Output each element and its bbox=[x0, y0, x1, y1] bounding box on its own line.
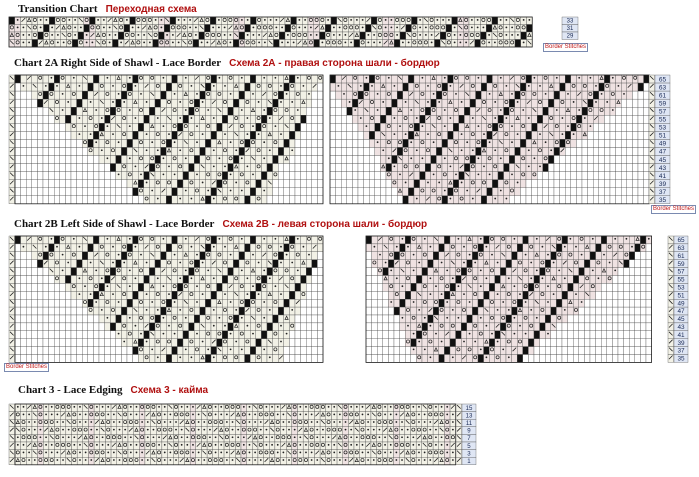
transition-row-label: 33 bbox=[567, 19, 574, 25]
chart2a-title-ru: Схема 2А - правая сторона шали - бордюр bbox=[229, 58, 440, 69]
transition-chart-title: Transition Chart Переходная схема bbox=[18, 3, 197, 15]
chart2b-row-label: 51 bbox=[677, 292, 685, 299]
transition-title-en: Transition Chart bbox=[18, 3, 98, 15]
chart2a-row-label: 51 bbox=[659, 133, 667, 140]
chart2a-title: Chart 2A Right Side of Shawl - Lace Bord… bbox=[14, 57, 440, 69]
transition-border-stitches-label: Border Stitches bbox=[543, 43, 589, 52]
chart2b-row-label: 55 bbox=[677, 277, 685, 284]
chart2b-row-label: 35 bbox=[677, 356, 685, 363]
chart3-row-label: 13 bbox=[466, 412, 473, 419]
chart3-row-label: 5 bbox=[467, 443, 471, 450]
chart2a-row-label: 37 bbox=[659, 189, 667, 196]
chart2b-row-label: 41 bbox=[677, 332, 685, 339]
chart2b-row-label: 61 bbox=[677, 253, 685, 260]
chart3-row-label: 1 bbox=[467, 458, 471, 465]
chart2b-row-label: 47 bbox=[677, 308, 685, 315]
chart2a-row-label: 65 bbox=[659, 76, 667, 83]
chart2b-row-label: 59 bbox=[677, 261, 685, 268]
chart2a-row-label: 63 bbox=[659, 84, 667, 91]
chart2b-row-label: 53 bbox=[677, 285, 685, 292]
chart3-row-label: 3 bbox=[467, 450, 471, 457]
chart2a-row-label: 53 bbox=[659, 125, 667, 132]
chart2a-row-label: 41 bbox=[659, 173, 667, 180]
chart2b-row-label: 39 bbox=[677, 340, 685, 347]
chart2a-border-stitches-label: Border Stitches bbox=[651, 205, 697, 214]
chart2b-row-label: 57 bbox=[677, 269, 685, 276]
chart2a-row-label: 43 bbox=[659, 165, 667, 172]
transition-frame bbox=[8, 16, 533, 48]
chart3-lace-frame bbox=[14, 403, 457, 466]
chart2b-title: Chart 2B Left Side of Shawl - Lace Borde… bbox=[14, 218, 427, 230]
chart2b-row-label: 49 bbox=[677, 300, 685, 307]
chart3-title: Chart 3 - Lace Edging Схема 3 - кайма bbox=[18, 384, 208, 396]
chart2a-row-label: 35 bbox=[659, 197, 667, 204]
chart2a-row-label: 45 bbox=[659, 157, 667, 164]
chart2a-row-label: 47 bbox=[659, 149, 667, 156]
chart2b-row-label: 43 bbox=[677, 324, 685, 331]
chart3-title-en: Chart 3 - Lace Edging bbox=[18, 384, 123, 396]
chart2a-row-label: 61 bbox=[659, 92, 667, 99]
chart2b-right-lace-frame bbox=[365, 235, 653, 363]
chart3-row-label: 9 bbox=[467, 428, 471, 435]
chart2b-row-label: 45 bbox=[677, 316, 685, 323]
chart3-row-label: 15 bbox=[466, 405, 473, 412]
chart2b-left-lace-frame bbox=[14, 235, 324, 363]
transition-title-ru: Переходная схема bbox=[105, 4, 197, 15]
chart2a-row-label: 59 bbox=[659, 100, 667, 107]
chart2b-row-label: 65 bbox=[677, 237, 685, 244]
chart2b-title-en: Chart 2B Left Side of Shawl - Lace Borde… bbox=[14, 218, 215, 230]
chart2a-row-label: 49 bbox=[659, 141, 667, 148]
chart2a-title-en: Chart 2A Right Side of Shawl - Lace Bord… bbox=[14, 57, 222, 69]
chart2a-row-label: 39 bbox=[659, 181, 667, 188]
transition-row-label: 29 bbox=[567, 34, 574, 40]
chart2b-border-stitches-label: Border Stitches bbox=[4, 363, 50, 372]
chart3-row-label: 7 bbox=[467, 435, 471, 442]
chart2b-title-ru: Схема 2В - левая сторона шали - бордюр bbox=[222, 219, 428, 230]
chart3-row-label: 11 bbox=[466, 420, 473, 427]
chart2a-row-label: 57 bbox=[659, 108, 667, 115]
chart2a-row-label: 55 bbox=[659, 117, 667, 124]
chart2b-row-label: 37 bbox=[677, 348, 685, 355]
transition-row-label: 31 bbox=[567, 26, 574, 32]
chart2a-left-lace-frame bbox=[14, 74, 324, 205]
chart3-title-ru: Схема 3 - кайма bbox=[130, 385, 209, 396]
chart2b-row-label: 63 bbox=[677, 245, 685, 252]
